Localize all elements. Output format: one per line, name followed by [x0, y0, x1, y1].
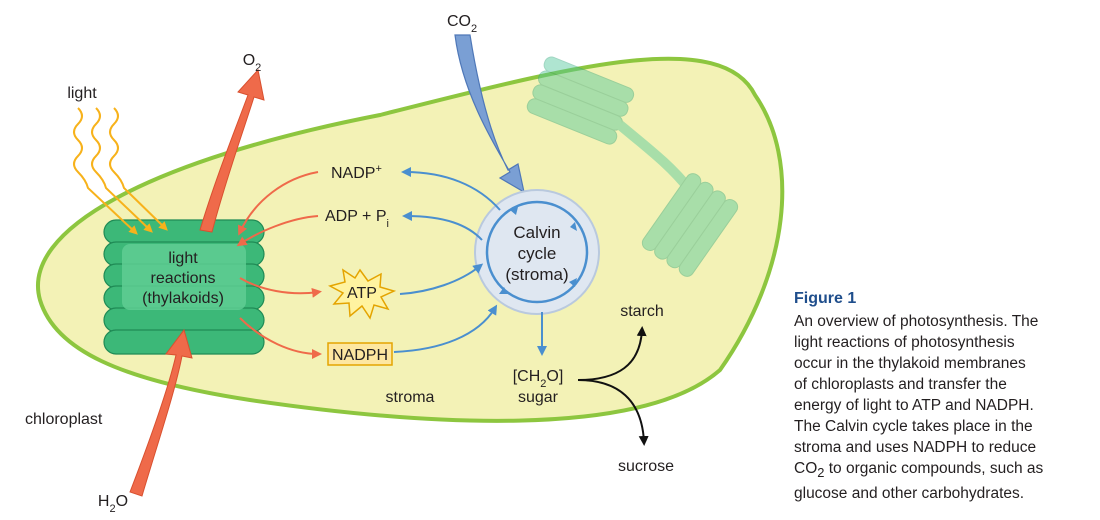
sucrose-label: sucrose	[618, 458, 674, 475]
sugar-to-sucrose-arrow	[577, 379, 649, 446]
caption-line: of chloroplasts and transfer the	[794, 376, 1007, 393]
stroma-label: stroma	[386, 389, 435, 406]
figure-title: Figure 1	[794, 290, 857, 307]
calvin-to-nadp-arrow	[401, 167, 501, 211]
calvin-label-line3: (stroma)	[505, 265, 568, 284]
chloroplast-label: chloroplast	[25, 411, 103, 428]
o2-label: O2	[243, 52, 262, 74]
atp-to-calvin-arrow	[399, 263, 484, 295]
light-waves	[73, 107, 168, 235]
caption-line: CO2 to organic compounds, such as	[794, 460, 1044, 481]
ch2o-label: [CH2O]	[513, 368, 564, 390]
thylakoid-label-line3: (thylakoids)	[142, 290, 224, 307]
calvin-cycle	[474, 189, 600, 315]
nadp-plus-label: NADP+	[331, 163, 382, 182]
o2-arrow	[199, 68, 265, 233]
sugar-label: sugar	[518, 389, 559, 406]
co2-label: CO2	[447, 13, 477, 35]
calvin-label-line2: cycle	[518, 244, 557, 263]
adp-to-thylakoid-arrow	[236, 215, 319, 247]
nadph-label: NADPH	[332, 347, 388, 364]
starch-label: starch	[620, 303, 664, 320]
thylakoid-to-atp-arrow	[239, 277, 322, 298]
caption-line: light reactions of photosynthesis	[794, 334, 1015, 351]
caption-line: stroma and uses NADPH to reduce	[794, 439, 1037, 456]
nadph-to-calvin-arrow	[393, 304, 498, 353]
light-label: light	[67, 85, 97, 102]
thylakoid-stack	[103, 219, 265, 355]
atp-label: ATP	[347, 285, 377, 302]
calvin-to-adp-arrow	[402, 211, 483, 241]
caption-line: glucose and other carbohydrates.	[794, 485, 1025, 503]
sugar-to-starch-arrow	[577, 326, 647, 381]
caption-line: energy of light to ATP and NADPH.	[794, 397, 1034, 414]
thylakoid-label-line2: reactions	[151, 270, 216, 287]
h2o-arrow	[129, 328, 193, 497]
caption-line: occur in the thylakoid membranes	[794, 355, 1026, 372]
atp-starburst	[327, 268, 397, 320]
adp-pi-label: ADP + Pi	[325, 208, 389, 230]
nadp-to-thylakoid-arrow	[238, 171, 319, 236]
caption-line: An overview of photosynthesis. The	[794, 313, 1039, 330]
caption-line: The Calvin cycle takes place in the	[794, 418, 1033, 435]
faded-thylakoid-stack	[526, 56, 739, 277]
figure-caption: Figure 1 An overview of photosynthesis. …	[794, 288, 1094, 504]
thylakoid-to-nadph-arrow	[239, 317, 322, 359]
nadph-box	[327, 342, 393, 366]
calvin-label-line1: Calvin	[513, 223, 560, 242]
thylakoid-label-line1: light	[168, 250, 198, 267]
h2o-label: H2O	[98, 493, 128, 515]
